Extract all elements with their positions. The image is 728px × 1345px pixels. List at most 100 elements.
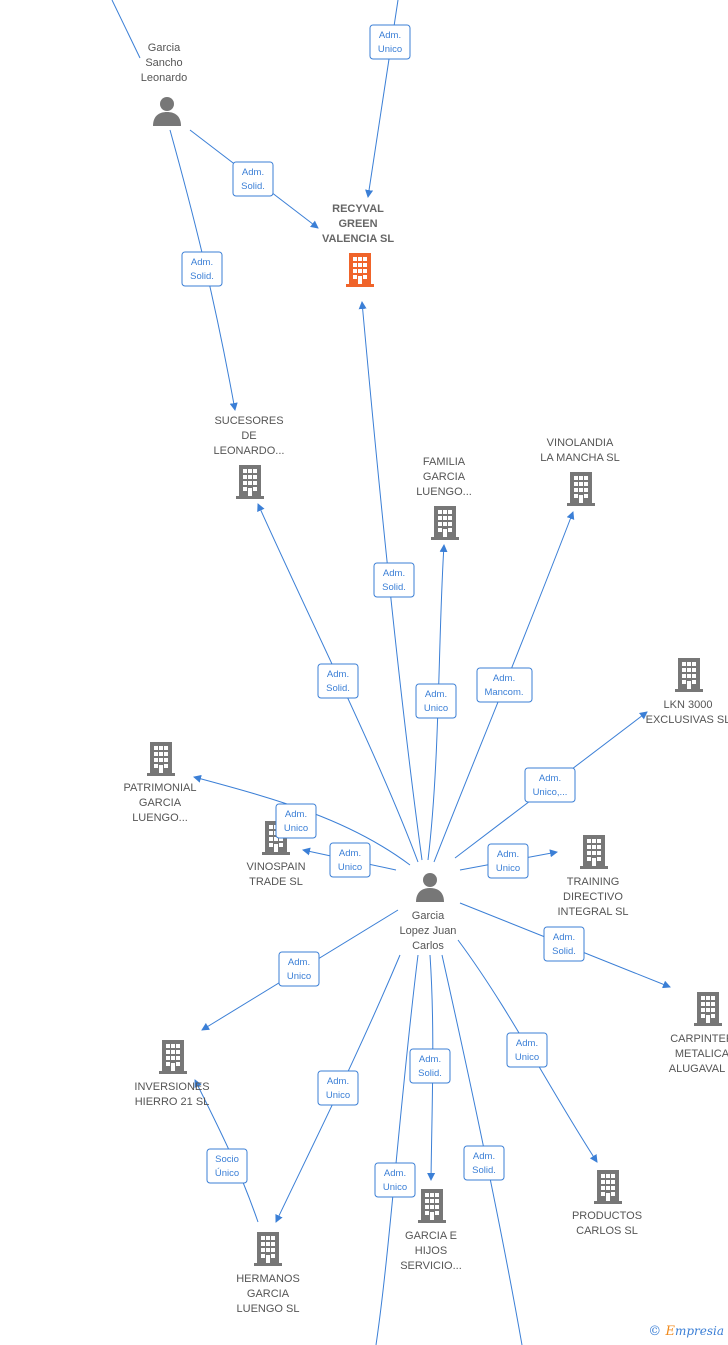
building-icon: [418, 1189, 446, 1223]
badge-line: Único: [215, 1168, 239, 1179]
badge-box: [206, 1148, 248, 1184]
badge-box: [373, 562, 415, 598]
empresia-logo[interactable]: © Empresia: [648, 1324, 724, 1339]
node-hermanos[interactable]: HERMANOS GARCIA LUENGO SL: [236, 1232, 300, 1315]
badge-box: [476, 667, 533, 703]
node-familia[interactable]: FAMILIA GARCIA LUENGO...: [416, 456, 472, 540]
badge-box: [317, 1070, 359, 1106]
building-icon: [675, 658, 703, 692]
edge-top-left: [111, 0, 141, 59]
badge-line: Unico: [515, 1052, 539, 1063]
edges: [111, 0, 671, 1345]
badge-hermanos[interactable]: Adm. Unico: [317, 1070, 359, 1106]
badge-training[interactable]: Adm. Unico: [487, 843, 529, 879]
badge-box: [278, 951, 320, 987]
badge-line: Unico: [338, 862, 362, 873]
edge-gl-bottom-left: [375, 954, 419, 1345]
badge-line: Mancom.: [484, 687, 523, 698]
badge-line: Solid.: [190, 271, 214, 282]
node-inversiones[interactable]: INVERSIONES HIERRO 21 SL: [134, 1040, 210, 1108]
node-label-line: LUENGO...: [132, 812, 188, 824]
badge-line: Adm.: [419, 1054, 441, 1065]
badge-gs-sucesores[interactable]: Adm. Solid.: [181, 251, 223, 287]
badge-recyval[interactable]: Adm. Solid.: [373, 562, 415, 598]
badge-line: Solid.: [241, 181, 265, 192]
badge-patrimonial[interactable]: Adm. Unico: [275, 803, 317, 839]
badge-line: Adm.: [383, 568, 405, 579]
badge-line: Adm.: [327, 1076, 349, 1087]
node-carpinteria[interactable]: CARPINTER METALICA ALUGAVAL: [669, 992, 728, 1075]
badge-garcia-hijos[interactable]: Adm. Solid.: [409, 1048, 451, 1084]
badge-top[interactable]: Adm. Unico: [369, 24, 411, 60]
badge-inversiones[interactable]: Adm. Unico: [278, 951, 320, 987]
badge-line: Unico: [383, 1182, 407, 1193]
badge-line: Adm.: [339, 848, 361, 859]
badge-gs-recyval[interactable]: Adm. Solid.: [232, 161, 274, 197]
node-label-line: HIERRO 21 SL: [135, 1096, 210, 1108]
node-label-line: PRODUCTOS: [572, 1210, 642, 1222]
badge-line: Adm.: [384, 1168, 406, 1179]
badge-line: Unico: [424, 703, 448, 714]
badge-line: Solid.: [326, 683, 350, 694]
badge-line: Unico: [496, 863, 520, 874]
badge-socio[interactable]: Socio Único: [206, 1148, 248, 1184]
edge-gl-vinolandia: [433, 511, 575, 863]
node-label-line: GARCIA E: [405, 1230, 457, 1242]
building-icon: [594, 1170, 622, 1204]
node-patrimonial[interactable]: PATRIMONIAL GARCIA LUENGO...: [124, 742, 197, 824]
badge-line: Unico: [284, 823, 308, 834]
building-icon: [346, 253, 374, 287]
badge-line: Adm.: [553, 932, 575, 943]
nodes: Garcia Sancho Leonardo RECYVAL GREEN VAL…: [124, 42, 728, 1315]
badge-line: Adm.: [379, 30, 401, 41]
node-garcia-hijos[interactable]: GARCIA E HIJOS SERVICIO...: [400, 1189, 462, 1272]
node-label-line: CARLOS SL: [576, 1225, 638, 1237]
badge-box: [369, 24, 411, 60]
building-icon: [254, 1232, 282, 1266]
person-icon: [153, 97, 181, 126]
node-training[interactable]: TRAINING DIRECTIVO INTEGRAL SL: [557, 835, 629, 918]
node-label-line: Sancho: [145, 57, 182, 69]
node-label-line: Lopez Juan: [400, 925, 457, 937]
node-label-line: CARPINTER: [670, 1033, 728, 1045]
badge-box: [317, 663, 359, 699]
badge-familia[interactable]: Adm. Unico: [415, 683, 457, 719]
node-label-line: INVERSIONES: [134, 1081, 209, 1093]
node-recyval[interactable]: RECYVAL GREEN VALENCIA SL: [322, 203, 394, 287]
node-label-line: TRAINING: [567, 876, 620, 888]
node-sucesores[interactable]: SUCESORES DE LEONARDO...: [214, 415, 285, 499]
building-icon: [694, 992, 722, 1026]
brand-name: mpresia: [674, 1324, 724, 1338]
node-label-line: METALICA: [675, 1048, 728, 1060]
node-garcia-lopez[interactable]: Garcia Lopez Juan Carlos: [400, 873, 457, 952]
badge-vinospain[interactable]: Adm. Unico: [329, 842, 371, 878]
badge-line: Adm.: [285, 809, 307, 820]
badge-productos[interactable]: Adm. Unico: [506, 1032, 548, 1068]
node-label-line: LUENGO SL: [237, 1303, 300, 1315]
node-label-line: SERVICIO...: [400, 1260, 462, 1272]
node-productos[interactable]: PRODUCTOS CARLOS SL: [572, 1170, 642, 1237]
badge-lkn[interactable]: Adm. Unico,...: [524, 767, 576, 803]
node-label-line: GARCIA: [139, 797, 182, 809]
building-icon: [159, 1040, 187, 1074]
badge-vinolandia[interactable]: Adm. Mancom.: [476, 667, 533, 703]
badge-box: [463, 1145, 505, 1181]
badge-line: Adm.: [497, 849, 519, 860]
badge-sucesores[interactable]: Adm. Solid.: [317, 663, 359, 699]
node-label-line: LA MANCHA SL: [540, 452, 619, 464]
badge-carpinteria[interactable]: Adm. Solid.: [543, 926, 585, 962]
badge-line: Adm.: [493, 673, 515, 684]
node-vinolandia[interactable]: VINOLANDIA LA MANCHA SL: [540, 437, 620, 506]
brand-initial: E: [665, 1324, 675, 1339]
node-garcia-sancho[interactable]: Garcia Sancho Leonardo: [141, 42, 188, 126]
node-lkn[interactable]: LKN 3000 EXCLUSIVAS SL: [646, 658, 728, 726]
node-vinospain[interactable]: VINOSPAIN TRADE SL: [246, 821, 306, 888]
node-label-line: GARCIA: [423, 471, 466, 483]
badge-bottom-right[interactable]: Adm. Solid.: [463, 1145, 505, 1181]
building-icon: [431, 506, 459, 540]
badge-box: [329, 842, 371, 878]
node-label-line: RECYVAL: [332, 203, 384, 215]
badge-bottom-left[interactable]: Adm. Unico: [374, 1162, 416, 1198]
badge-box: [409, 1048, 451, 1084]
node-label-line: PATRIMONIAL: [124, 782, 197, 794]
